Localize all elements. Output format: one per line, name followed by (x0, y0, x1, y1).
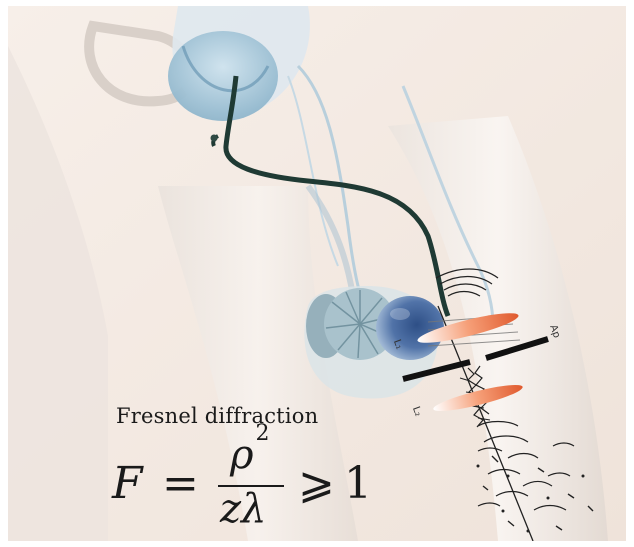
formula-lhs: F (112, 458, 143, 509)
formula-rhs: 1 (344, 458, 372, 509)
caption-fresnel-diffraction: Fresnel diffraction (116, 404, 318, 428)
formula-exponent: 2 (256, 421, 270, 446)
formula-rho: ρ (230, 432, 254, 478)
formula-relation: ⩾ (298, 458, 335, 509)
formula-numerator: ρ2 (230, 432, 270, 478)
formula-equals: = (162, 458, 199, 509)
formula-denominator: zλ (220, 486, 266, 532)
